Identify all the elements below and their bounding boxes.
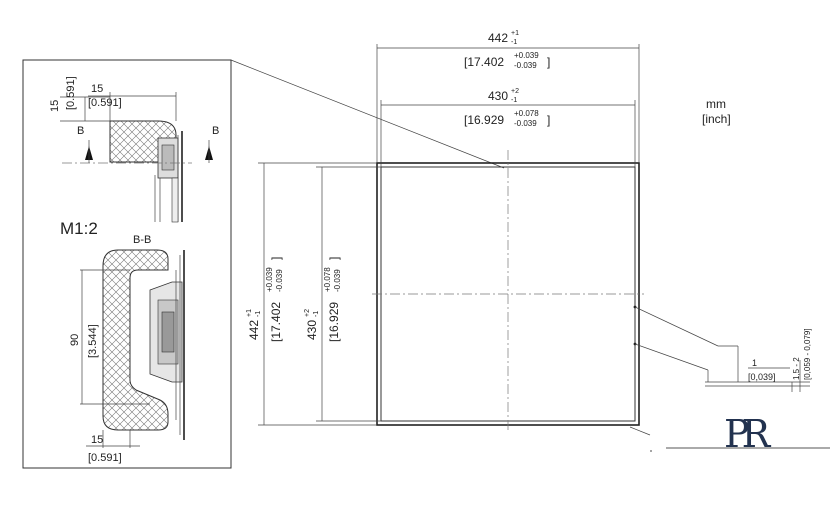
cut-mark-right: B: [212, 125, 219, 137]
section-label: B-B: [133, 234, 151, 246]
svg-text:]: ]: [547, 113, 550, 127]
svg-text:-0.039: -0.039: [514, 61, 537, 70]
dim-15-vertical-inch: [0.591]: [65, 76, 77, 110]
dim-90-line: [80, 269, 150, 405]
detail-leader-line: [230, 59, 505, 169]
svg-text:442: 442: [247, 320, 261, 340]
dim-15-bottom-line: [86, 430, 140, 448]
svg-text:-1: -1: [313, 311, 320, 317]
detail-frame: [22, 59, 232, 469]
svg-text:+2: +2: [304, 309, 311, 317]
dim-15-bottom: 15: [91, 434, 103, 446]
svg-text:]: ]: [327, 257, 341, 260]
bb-section-profile: [102, 249, 185, 440]
svg-text:-1: -1: [511, 97, 517, 104]
svg-text:+0.039: +0.039: [514, 51, 539, 60]
svg-text:]: ]: [269, 257, 283, 260]
svg-text:430: 430: [488, 89, 508, 103]
edge-detail: [629, 305, 810, 436]
cut-mark-left: B: [77, 125, 84, 137]
dim-90-inch: [3.544]: [87, 324, 99, 358]
svg-text:+0.078: +0.078: [323, 267, 332, 292]
svg-text:[16.929: [16.929: [464, 113, 504, 127]
svg-text:+0.039: +0.039: [265, 267, 274, 292]
dim-15-vertical: 15: [49, 100, 61, 112]
svg-text:+1: +1: [246, 309, 253, 317]
main-frame: [372, 150, 644, 432]
svg-text:+1: +1: [511, 30, 519, 37]
dim-15-bottom-inch: [0.591]: [88, 452, 122, 464]
top-outer-dim: 442 +1 -1 [17.402 +0.039 -0.039 ]: [464, 30, 550, 70]
dim-1-inch: [0,039]: [748, 372, 776, 382]
units-mm: mm: [706, 97, 726, 111]
dim-15-horizontal-inch: [0.591]: [88, 97, 122, 109]
dim-1: 1: [752, 358, 757, 368]
scale-label: M1:2: [60, 219, 98, 238]
svg-text:442: 442: [488, 31, 508, 45]
svg-text:+0.078: +0.078: [514, 109, 539, 118]
svg-text:[16.929: [16.929: [327, 302, 341, 342]
dim-gap-inch: [0,059 - 0,079]: [803, 328, 812, 380]
top-inner-dim: 430 +2 -1 [16.929 +0.078 -0.039 ]: [464, 88, 550, 128]
units-inch: [inch]: [702, 112, 731, 126]
svg-text:[17.402: [17.402: [464, 55, 504, 69]
top-detail-dims: [60, 92, 177, 122]
top-dim-lines: [376, 44, 640, 167]
pr-logo: PR: [650, 412, 830, 456]
svg-text:-0.039: -0.039: [275, 269, 284, 292]
svg-text:[17.402: [17.402: [269, 302, 283, 342]
side-dim-lines: [258, 162, 381, 426]
svg-text:-0.039: -0.039: [514, 119, 537, 128]
dim-90: 90: [69, 334, 81, 346]
svg-text:PR: PR: [724, 412, 772, 456]
svg-text:+2: +2: [511, 88, 519, 95]
svg-text:-1: -1: [511, 39, 517, 46]
svg-text:430: 430: [305, 320, 319, 340]
side-inner-dim: 430 +2 -1 [16.929 +0.078 -0.039 ]: [304, 257, 342, 342]
dim-15-horizontal: 15: [91, 83, 103, 95]
side-outer-dim: 442 +1 -1 [17.402 +0.039 -0.039 ]: [246, 257, 284, 342]
svg-text:-0.039: -0.039: [333, 269, 342, 292]
dim-gap: 1,5 - 2: [792, 357, 801, 380]
svg-text:-1: -1: [255, 311, 262, 317]
svg-text:]: ]: [547, 55, 550, 69]
top-seal-section: [62, 120, 213, 223]
